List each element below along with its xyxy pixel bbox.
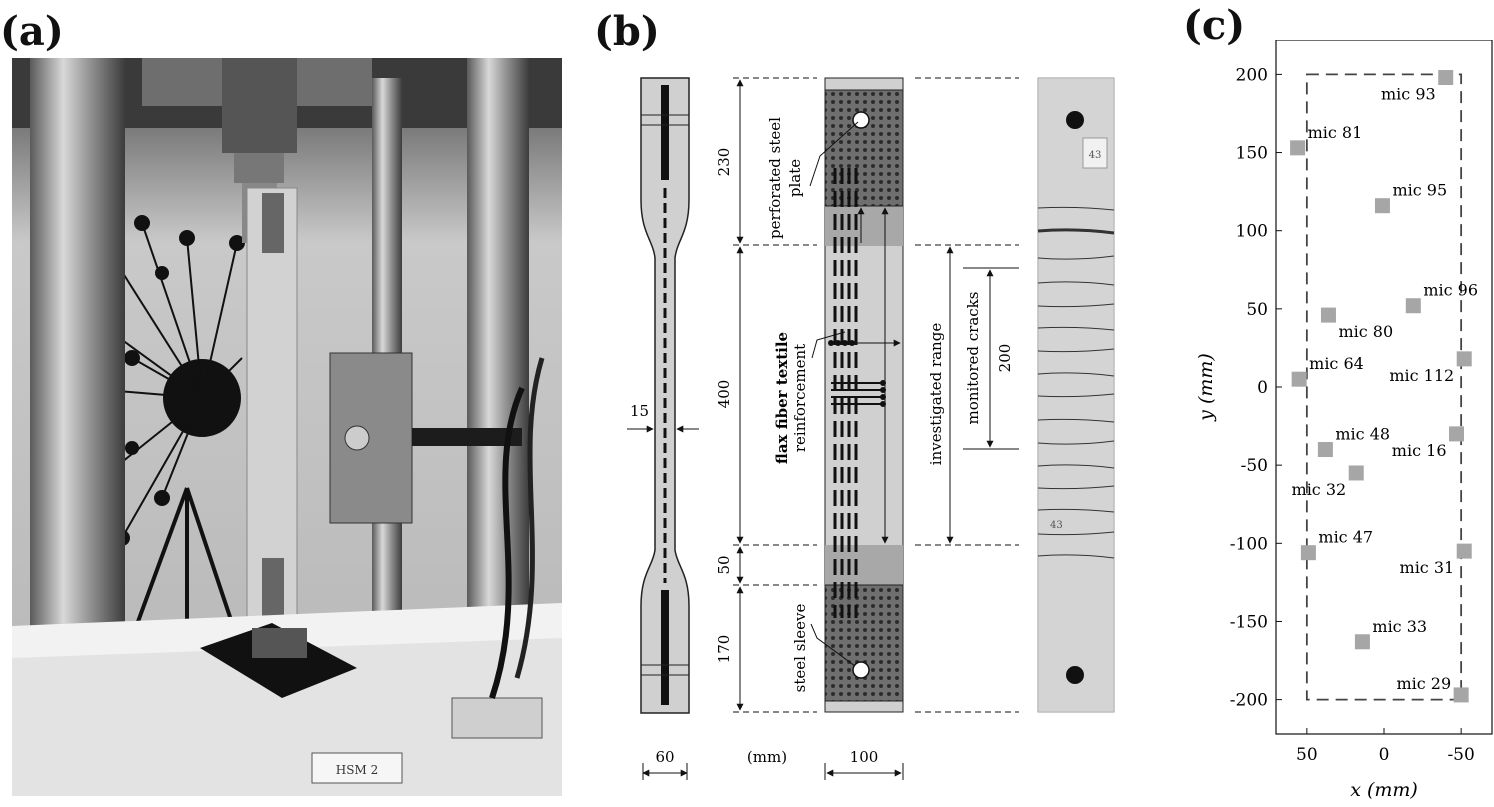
dim-400: 400: [715, 380, 733, 409]
mic-label: mic 48: [1335, 425, 1390, 444]
mic-label: mic 29: [1396, 674, 1451, 693]
mic-label: mic 16: [1392, 441, 1447, 460]
y-tick-label: -150: [1230, 612, 1268, 632]
panel-label-b: (b): [594, 8, 660, 55]
y-axis-label: y (mm): [1195, 353, 1217, 422]
mic-label: mic 64: [1309, 354, 1364, 373]
mic-label: mic 81: [1308, 123, 1363, 142]
right-column: [467, 58, 529, 698]
test-setup-illustration: HSM 2: [12, 58, 562, 796]
dim-50: 50: [715, 555, 733, 574]
plot-frame: [1275, 39, 1493, 735]
mic-label: mic 112: [1389, 366, 1454, 385]
perforated-plate-top: [824, 89, 904, 207]
mic-marker: [1456, 543, 1472, 559]
mic-label: mic 80: [1338, 322, 1393, 341]
mic-label: mic 31: [1400, 558, 1455, 577]
annot-steel-sleeve: steel sleeve: [791, 604, 809, 693]
specimen-mark-top: 43: [1089, 150, 1102, 161]
reference-box: [1305, 73, 1463, 701]
annot-perforated-1: perforated steel: [766, 117, 784, 239]
y-tick-label: 0: [1257, 378, 1268, 398]
mic-marker: [1291, 371, 1307, 387]
panel-label-c: (c): [1183, 2, 1246, 49]
y-tick-label: 200: [1236, 65, 1268, 85]
mic-label: mic 47: [1318, 528, 1373, 547]
x-ticks: 50 0 -50: [1296, 728, 1475, 765]
unit-label: (mm): [747, 748, 787, 766]
dim-100: 100: [850, 748, 879, 766]
specimen-mark-mid: 43: [1050, 520, 1063, 531]
dim-60: 60: [655, 748, 674, 766]
y-tick-label: -200: [1230, 691, 1268, 711]
dim-15: 15: [630, 402, 649, 420]
machine-label: HSM 2: [336, 763, 378, 777]
annot-investigated: investigated range: [927, 323, 945, 466]
annot-flax-2: reinforcement: [791, 344, 809, 452]
mic-marker: [1354, 634, 1370, 650]
dim-170: 170: [715, 635, 733, 664]
annot-monitored: monitored cracks: [964, 292, 982, 425]
y-tick-label: -50: [1241, 456, 1268, 476]
x-tick-label: -50: [1447, 745, 1474, 765]
schematic-svg: 15 60 (mm) 230 400 50 170: [627, 77, 1115, 780]
mic-marker: [1453, 687, 1469, 703]
mic-position-chart: 50 0 -50 200 150 100 50 0 -50 -100 -150 -200 mic 9…: [1180, 39, 1494, 803]
y-ticks: 200 150 100 50 0 -50 -100 -150 -200: [1230, 65, 1282, 711]
y-tick-label: 100: [1236, 222, 1268, 242]
mic-label: mic 96: [1423, 281, 1478, 300]
crack-pattern: [1037, 206, 1115, 559]
monitor-plate: [329, 352, 413, 524]
mic-marker: [1438, 70, 1454, 86]
mic-chart-svg: 50 0 -50 200 150 100 50 0 -50 -100 -150 -200 mic 9…: [1195, 39, 1493, 801]
mic-label: mic 95: [1392, 181, 1447, 200]
mic-marker: [1449, 426, 1465, 442]
mic-marker: [1300, 545, 1316, 561]
y-tick-label: -100: [1230, 534, 1268, 554]
panel-label-a: (a): [0, 8, 64, 55]
mic-label: mic 93: [1381, 85, 1436, 104]
x-axis-label: x (mm): [1350, 779, 1418, 801]
dim-230: 230: [715, 148, 733, 177]
mic-label: mic 32: [1292, 480, 1347, 499]
mic-label: mic 33: [1372, 617, 1427, 636]
x-tick-label: 50: [1296, 745, 1318, 765]
mic-points: mic 93 mic 81 mic 95 mic 96 mic 80 mic 64 mic …: [1290, 70, 1478, 703]
mic-marker: [1348, 465, 1364, 481]
mic-marker: [1374, 198, 1390, 214]
mic-marker: [1317, 442, 1333, 458]
y-tick-label: 50: [1246, 300, 1268, 320]
mic-marker: [1405, 298, 1421, 314]
y-tick-label: 150: [1236, 144, 1268, 164]
mic-marker: [1290, 140, 1306, 156]
test-setup-photo: HSM 2: [12, 58, 562, 796]
steel-sleeve-bottom: [824, 584, 904, 702]
mic-marker: [1456, 351, 1472, 367]
dim-200: 200: [996, 344, 1014, 373]
specimen-schematic: 15 60 (mm) 230 400 50 170: [605, 58, 1119, 796]
dogbone-outline: [640, 77, 690, 714]
annot-flax-1: flax fiber textile: [773, 332, 791, 464]
annot-perforated-2: plate: [786, 159, 804, 197]
x-tick-label: 0: [1379, 745, 1390, 765]
mic-marker: [1320, 307, 1336, 323]
base-pad: [200, 623, 357, 698]
